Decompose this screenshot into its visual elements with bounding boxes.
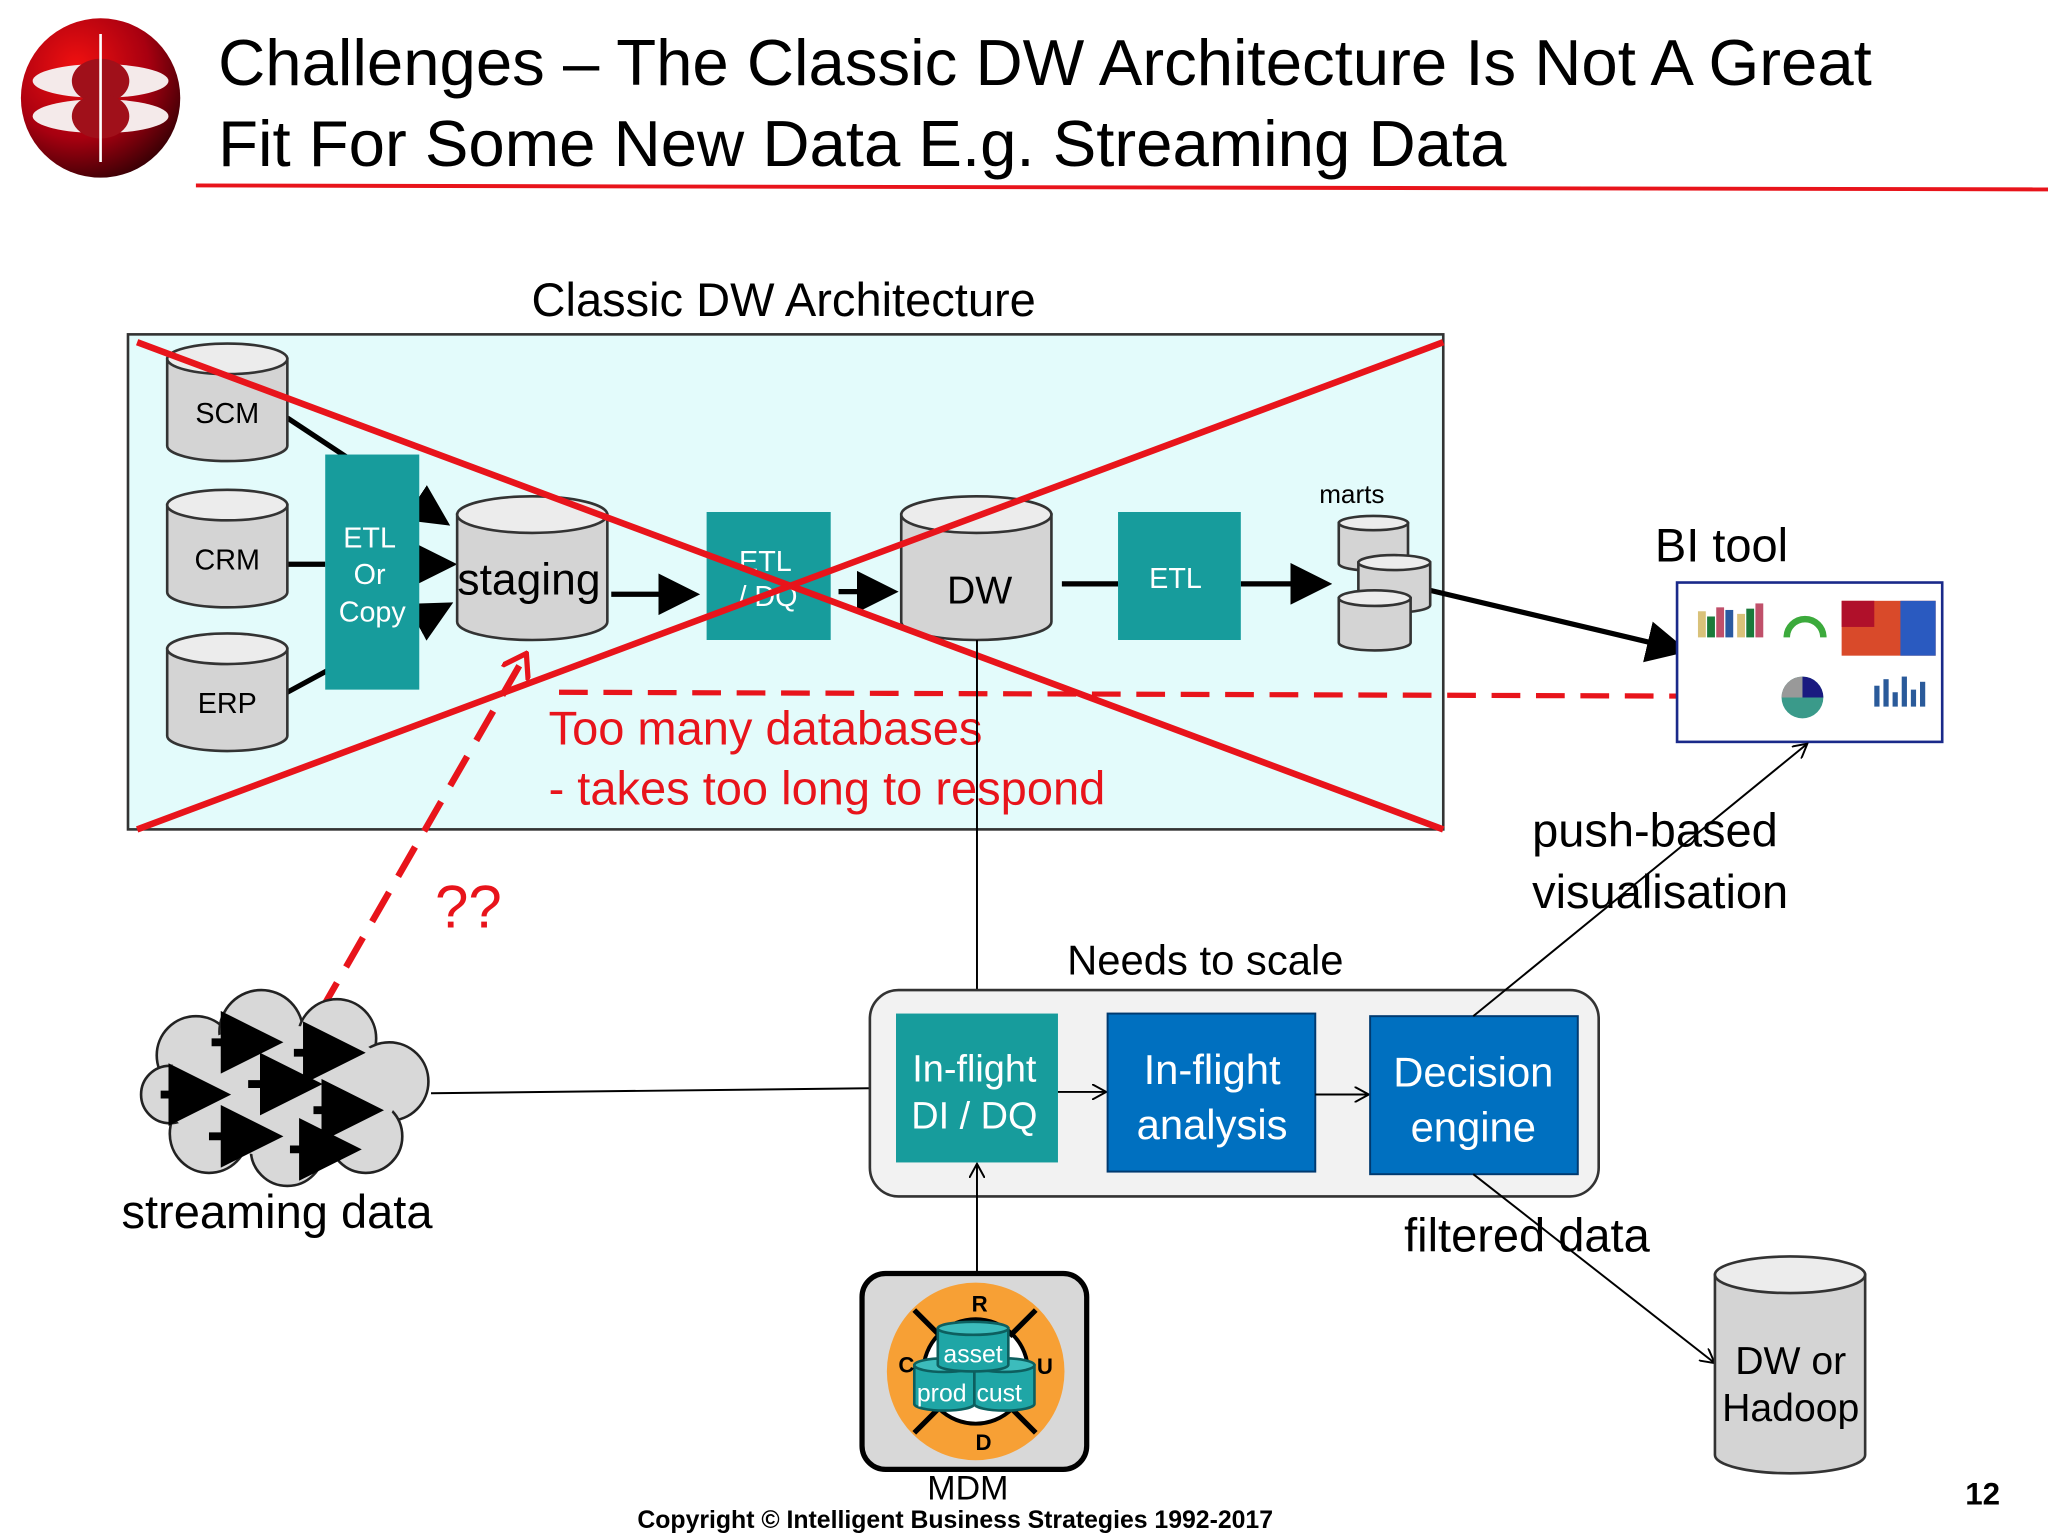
- svg-text:C: C: [898, 1353, 914, 1378]
- mdm-entity-prod: prod: [917, 1380, 967, 1407]
- bi-dashboard-thumbnail: [1675, 581, 1944, 744]
- svg-text:ERP: ERP: [198, 688, 257, 720]
- svg-text:In-flight: In-flight: [912, 1048, 1037, 1090]
- svg-text:D: D: [975, 1430, 991, 1455]
- cross-out-mark: [136, 339, 1445, 833]
- page-number: 12: [1965, 1477, 2000, 1512]
- slide-title-line2: Fit For Some New Data E.g. Streaming Dat…: [218, 107, 1507, 180]
- database-crm: CRM: [165, 488, 289, 609]
- svg-text:Hadoop: Hadoop: [1722, 1387, 1859, 1430]
- database-staging: staging: [455, 495, 609, 642]
- svg-text:In-flight: In-flight: [1144, 1046, 1281, 1093]
- mdm-entity-asset: asset: [943, 1341, 1002, 1368]
- mdm-icon: asset prod cust C R U D: [859, 1270, 1090, 1472]
- marts-label: marts: [1319, 479, 1384, 509]
- filtered-data-label: filtered data: [1404, 1208, 1651, 1261]
- slide-title-line1: Challenges – The Classic DW Architecture…: [218, 26, 1872, 99]
- database-dw-or-hadoop: DW or Hadoop: [1713, 1255, 1867, 1475]
- copyright-footer: Copyright © Intelligent Business Strateg…: [637, 1507, 1273, 1534]
- bi-tool-label: BI tool: [1655, 519, 1788, 572]
- inflight-analysis-box: In-flight analysis: [1106, 1012, 1317, 1173]
- svg-text:DW or: DW or: [1735, 1340, 1846, 1383]
- svg-text:R: R: [972, 1291, 988, 1316]
- title-underline: [195, 183, 2048, 192]
- needs-to-scale-label: Needs to scale: [1067, 936, 1343, 983]
- mdm-label: MDM: [927, 1469, 1008, 1507]
- svg-text:CRM: CRM: [195, 544, 260, 576]
- svg-text:DI / DQ: DI / DQ: [911, 1095, 1037, 1137]
- decision-to-bi-line: [1472, 744, 1806, 1017]
- question-marks: ??: [435, 873, 502, 940]
- mart-3: [1337, 589, 1412, 652]
- etl-or-copy-box: ETL Or Copy: [325, 454, 420, 690]
- push-label-line1: push-based: [1532, 803, 1778, 856]
- svg-text:staging: staging: [457, 555, 600, 604]
- dashed-arrow-to-bi: [559, 692, 1701, 696]
- streaming-to-inflight-line: [431, 1088, 893, 1093]
- push-label-line2: visualisation: [1532, 865, 1788, 918]
- problem-text-line1: Too many databases: [549, 701, 983, 754]
- decision-engine-box: Decision engine: [1369, 1015, 1579, 1176]
- database-erp: ERP: [165, 632, 289, 753]
- mdm-entity-cust: cust: [976, 1380, 1022, 1407]
- etl-box: ETL: [1118, 512, 1241, 640]
- dashed-arrow-streaming-to-staging: [317, 656, 525, 1014]
- company-logo: [20, 18, 181, 178]
- svg-text:Copy: Copy: [339, 597, 407, 629]
- svg-text:analysis: analysis: [1137, 1101, 1288, 1148]
- svg-text:Decision: Decision: [1393, 1049, 1553, 1096]
- streaming-data-label: streaming data: [121, 1185, 433, 1238]
- svg-text:engine: engine: [1411, 1104, 1536, 1151]
- streaming-data-cloud: [139, 988, 430, 1188]
- inflight-dq-box: In-flight DI / DQ: [896, 1013, 1058, 1163]
- decision-to-hadoop-line: [1472, 1173, 1713, 1362]
- svg-text:ETL: ETL: [1149, 563, 1202, 595]
- svg-text:Or: Or: [354, 559, 386, 591]
- svg-text:SCM: SCM: [195, 398, 259, 430]
- classic-dw-title: Classic DW Architecture: [532, 273, 1036, 326]
- svg-text:DW: DW: [947, 569, 1012, 612]
- svg-text:ETL: ETL: [343, 522, 396, 554]
- svg-text:U: U: [1037, 1354, 1053, 1379]
- problem-text-line2: - takes too long to respond: [549, 762, 1106, 815]
